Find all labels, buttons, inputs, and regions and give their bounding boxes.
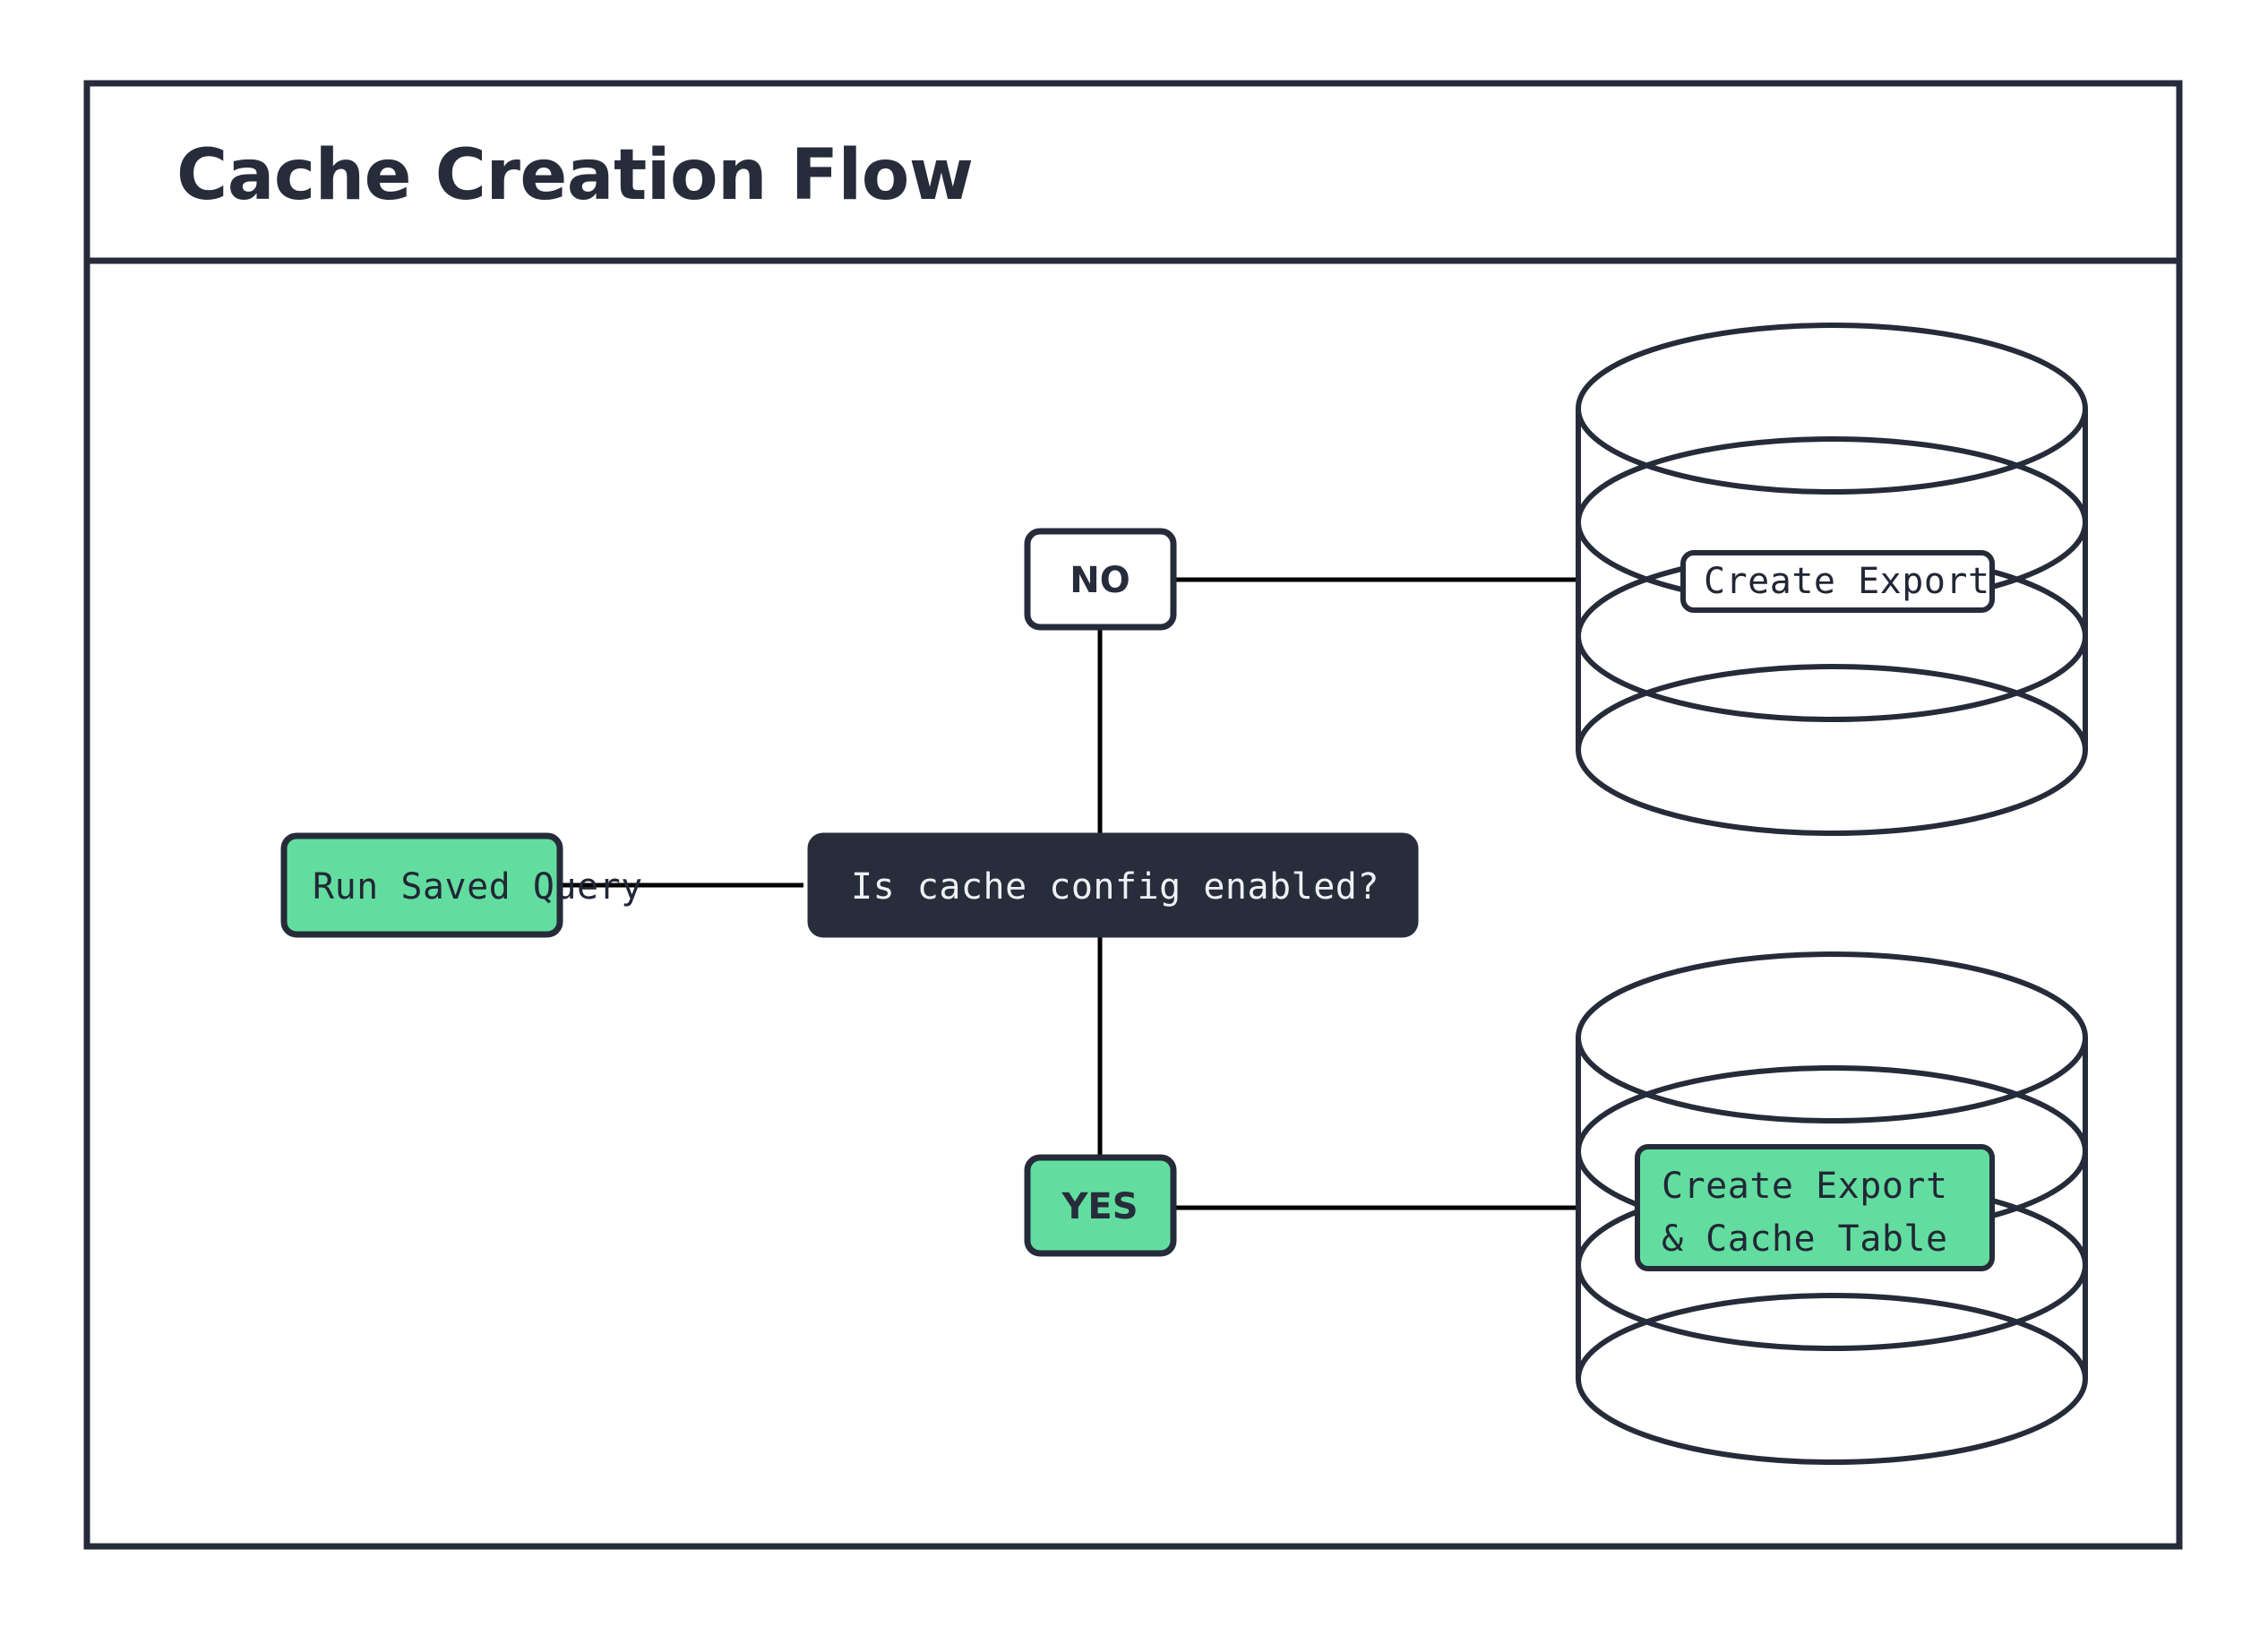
database-bottom-label-line-2: & Cache Table — [1662, 1218, 1948, 1260]
database-bottom-platter-4 — [1576, 1293, 2088, 1465]
database-bottom-label-box[interactable] — [1635, 1144, 1995, 1271]
branch-label-yes[interactable]: YES — [1024, 1154, 1177, 1257]
node-decision-box[interactable] — [807, 832, 1419, 938]
database-bottom[interactable]: Create Export & Cache Table — [1576, 951, 2088, 1465]
node-is-cache-config-enabled[interactable]: Is cache config enabled? — [807, 832, 1419, 938]
branch-label-yes-box[interactable] — [1024, 1154, 1177, 1257]
node-run-saved-query[interactable]: Run Saved Query — [280, 832, 643, 938]
node-run-saved-query-label: Run Saved Query — [313, 866, 643, 908]
database-top-platter-1 — [1576, 323, 2088, 495]
database-top-label-box[interactable] — [1680, 550, 1995, 613]
page-title: Cache Creation Flow — [176, 135, 973, 216]
database-top[interactable]: Create Export — [1576, 323, 2088, 836]
database-top-label: Create Export — [1704, 561, 1990, 602]
branch-label-no-box[interactable] — [1024, 528, 1177, 631]
database-top-body — [1578, 409, 2085, 833]
database-top-platter-4 — [1576, 664, 2088, 836]
database-bottom-platter-1 — [1576, 951, 2088, 1123]
branch-label-no-text: NO — [1070, 560, 1130, 601]
branch-label-yes-text: YES — [1061, 1186, 1138, 1227]
node-run-saved-query-box[interactable] — [280, 832, 563, 938]
node-decision-label: Is cache config enabled? — [851, 866, 1379, 908]
database-bottom-label-line-1: Create Export — [1662, 1166, 1948, 1207]
branch-label-no[interactable]: NO — [1024, 528, 1177, 631]
